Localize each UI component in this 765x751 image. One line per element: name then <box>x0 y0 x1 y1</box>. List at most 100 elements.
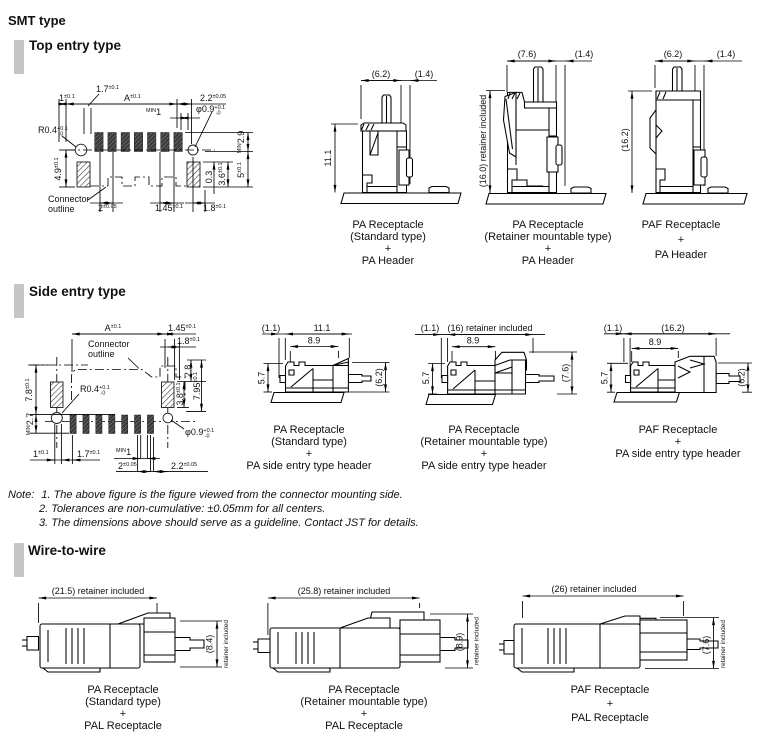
dim-label: 8.9 <box>308 336 321 346</box>
caption-side-entry-standard: PA Receptacle (Standard type) + PA side … <box>246 424 372 472</box>
dim-label: MIN2.7 <box>25 413 35 436</box>
dim-label: 1±0.1 <box>33 449 49 459</box>
dim-label: 3.6±0.1 <box>217 162 227 185</box>
side-entry-pcb-layout-drawing: A±0.1 1.45±0.1 1.8±0.1 Connector outline… <box>24 323 214 474</box>
top-entry-retainer-drawing: (7.6) (1.4) (16.0) retainer included <box>478 49 607 205</box>
note-item: 3. The dimensions above should serve as … <box>39 517 419 529</box>
dim-label: (21.5) retainer included <box>52 586 145 596</box>
dim-label: 2.2±0.05 <box>171 461 197 471</box>
dim-label: (16) retainer included <box>447 323 532 333</box>
dim-label: 5.7 <box>257 372 267 385</box>
dim-label: A±0.1 <box>124 93 141 103</box>
connector-outline-label: outline <box>88 349 115 359</box>
dim-label: 11.1 <box>314 323 331 333</box>
caption-side-entry-retainer: PA Receptacle (Retainer mountable type) … <box>420 424 548 472</box>
dim-label: (1.4) <box>717 49 736 59</box>
dim-label: 8.9 <box>467 336 480 346</box>
dim-label: 3.8±0.1 <box>175 382 185 405</box>
caption-top-entry-paf: PAF Receptacle + PA Header <box>641 219 721 261</box>
dim-label: 2±0.05 <box>98 203 117 213</box>
side-entry-paf-drawing: (1.1) (16.2) 8.9 5.7 (6.2) <box>600 323 752 403</box>
dim-label: 4.9±0.1 <box>53 157 63 180</box>
dim-label: (6.2) <box>374 368 384 387</box>
dim-label: 1±0.1 <box>59 93 75 103</box>
dim-label: (1.4) <box>575 49 594 59</box>
dim-label: (6.2) <box>737 368 747 387</box>
dim-label: 5.7 <box>600 372 610 385</box>
dim-label: (6.2) <box>372 69 391 79</box>
notes-line-1: Note: 1. The above figure is the figure … <box>8 489 403 501</box>
note-item: 2. Tolerances are non-cumulative: ±0.05m… <box>39 503 326 515</box>
section-bar-side-entry <box>14 284 24 318</box>
dim-label: 1.7±0.1 <box>77 449 100 459</box>
dim-label: 11.1 <box>323 150 333 167</box>
dim-label: (8.9) <box>455 633 465 652</box>
note-item: 1. The above figure is the figure viewed… <box>41 489 403 501</box>
dim-label: (7.6) <box>518 49 537 59</box>
dim-label: 1.7±0.1 <box>96 84 119 94</box>
dim-label: (16.2) <box>661 323 685 333</box>
top-entry-pcb-layout-drawing: 1±0.1 1.7±0.1 A±0.1 2.2±0.05 MIN1 φ0.9+0… <box>38 84 253 214</box>
dim-label: 7.8±0.1 <box>24 378 34 401</box>
dim-label: 1.8±0.1 <box>203 203 226 213</box>
dim-label: 2.8 <box>183 365 193 378</box>
section-heading-top-entry: Top entry type <box>29 38 122 53</box>
wire-to-wire-retainer-drawing: (25.8) retainer included (8.9) retainer … <box>253 586 481 673</box>
dim-label: (7.6) <box>701 636 711 655</box>
dim-label: (1.1) <box>421 323 440 333</box>
wire-to-wire-standard-drawing: (21.5) retainer included (8.4) retainer … <box>22 586 230 673</box>
dim-label: φ0.9+0.1-0 <box>185 427 214 440</box>
dim-label: (16.0) retainer included <box>478 95 488 188</box>
dim-label: (1.1) <box>604 323 623 333</box>
section-bar-wire-to-wire <box>14 543 24 577</box>
section-heading-wire-to-wire: Wire-to-wire <box>28 543 106 558</box>
side-entry-retainer-drawing: (1.1) (16) retainer included 8.9 5.7 (7.… <box>415 323 577 406</box>
notes-line-3: 3. The dimensions above should serve as … <box>39 517 419 529</box>
caption-w2w-paf: PAF Receptacle + PAL Receptacle <box>570 684 650 724</box>
dim-label: 1.45±0.1 <box>168 323 196 333</box>
wire-to-wire-paf-drawing: (26) retainer included (7.6) retainer in… <box>499 584 727 673</box>
dim-label: (25.8) retainer included <box>298 586 391 596</box>
page-title: SMT type <box>8 13 66 28</box>
dim-note-label: retainer included <box>474 617 481 665</box>
caption-top-entry-retainer: PA Receptacle (Retainer mountable type) … <box>484 219 612 267</box>
dim-label: (16.2) <box>620 128 630 152</box>
connector-outline-label: Connector <box>88 339 130 349</box>
dim-label: (6.2) <box>664 49 683 59</box>
caption-top-entry-standard: PA Receptacle (Standard type) + PA Heade… <box>350 219 426 267</box>
dim-label: (8.4) <box>205 635 215 654</box>
side-entry-standard-drawing: (1.1) 11.1 8.9 5.7 (6.2) <box>257 323 390 404</box>
dim-label: 8.9 <box>649 337 662 347</box>
notes-line-2: 2. Tolerances are non-cumulative: ±0.05m… <box>39 503 325 515</box>
dim-label: 5±0.1 <box>236 162 246 178</box>
section-bar-top-entry <box>14 40 24 74</box>
dim-label: MIN1 <box>146 107 161 117</box>
top-entry-standard-drawing: (6.2) (1.4) 11.1 <box>323 69 462 205</box>
connector-outline-label: Connector <box>48 194 90 204</box>
dim-label: MIN2.9 <box>236 131 246 154</box>
dim-label: (7.6) <box>561 364 571 383</box>
dim-label: 0.3 <box>204 171 214 184</box>
caption-side-entry-paf: PAF Receptacle + PA side entry type head… <box>615 424 741 460</box>
dim-label: 7.95±0.1 <box>192 372 202 400</box>
caption-w2w-standard: PA Receptacle (Standard type) + PAL Rece… <box>84 684 162 732</box>
dim-label: 2.2±0.05 <box>200 93 226 103</box>
dim-label: 1.8±0.1 <box>177 336 200 346</box>
dim-note-label: retainer included <box>223 620 230 668</box>
caption-w2w-retainer: PA Receptacle (Retainer mountable type) … <box>300 684 428 732</box>
dim-label: R0.4+0.1-0 <box>80 384 110 397</box>
dim-label: 5.7 <box>421 372 431 385</box>
dim-label: 1.45±0.1 <box>155 203 183 213</box>
dim-label: (1.4) <box>415 69 434 79</box>
connector-outline-label: outline <box>48 204 75 214</box>
dim-label: φ0.9+0.1-0 <box>196 104 225 117</box>
dim-label: R0.4+0.1-0 <box>38 125 68 138</box>
dim-label: (26) retainer included <box>551 584 636 594</box>
section-heading-side-entry: Side entry type <box>29 284 126 299</box>
dim-label: MIN1 <box>116 447 131 457</box>
dim-label: A±0.1 <box>105 323 122 333</box>
dim-label: 2±0.05 <box>118 461 137 471</box>
dim-note-label: retainer included <box>720 620 727 668</box>
dim-label: (1.1) <box>262 323 281 333</box>
